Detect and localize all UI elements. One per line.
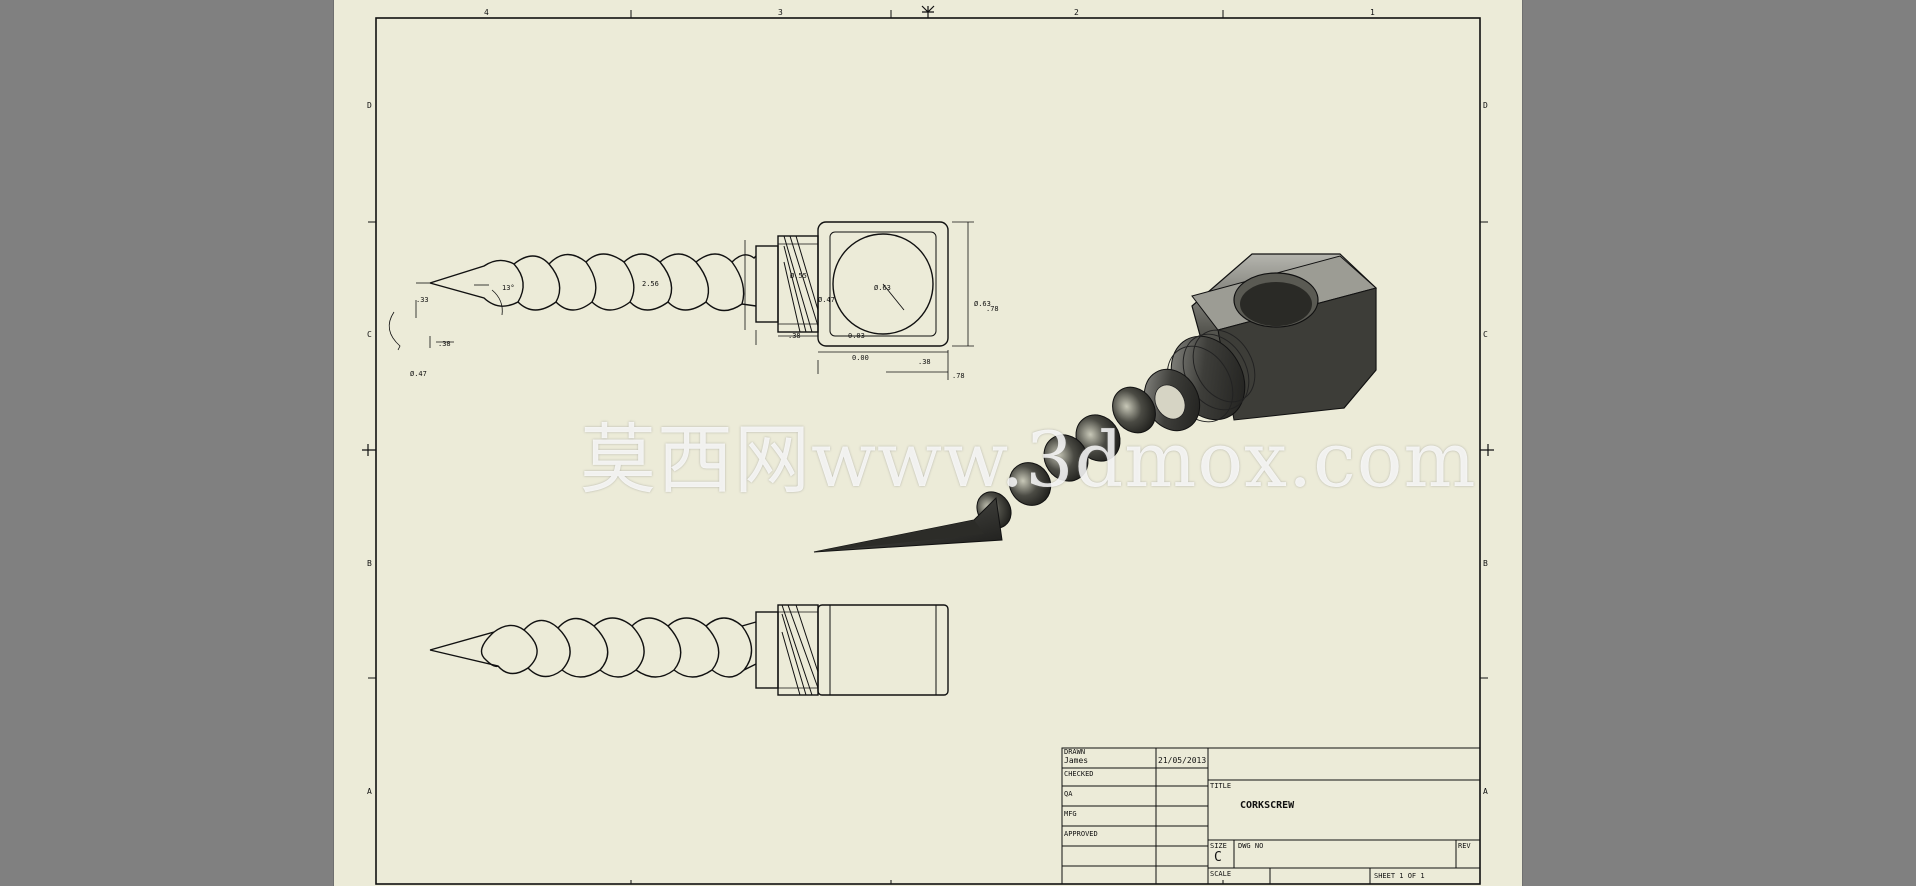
checked-label: CHECKED [1064, 770, 1094, 778]
zone-letter-left-b: B [367, 559, 372, 568]
dim-dia-hole: Ø.63 [974, 300, 991, 308]
front-view [429, 221, 949, 347]
dim-len-b: 0.03 [848, 332, 865, 340]
watermark: 莫西网www.3dmox.com [580, 415, 1477, 504]
dim-dia-thread: Ø.63 [874, 284, 891, 292]
dim-width-outer: .78 [952, 372, 965, 380]
dim-len-a: .38 [788, 332, 801, 340]
bottom-view [429, 604, 949, 696]
scale-label: SCALE [1210, 870, 1232, 878]
dim-tip-height: .33 [416, 296, 429, 304]
dim-dia-shank: Ø.55 [790, 272, 807, 280]
dim-width-inner: .38 [918, 358, 931, 366]
center-marks [362, 5, 1494, 456]
zone-letter-left-a: A [367, 787, 372, 796]
title-label: TITLE [1210, 782, 1232, 790]
zone-letter-right-a: A [1483, 787, 1488, 796]
dim-pitch: 2.56 [642, 280, 659, 288]
zone-letter-right-b: B [1483, 559, 1488, 568]
title-value: CORKSCREW [1240, 800, 1295, 811]
front-view-dimensions [388, 221, 974, 380]
size-value: C [1214, 850, 1222, 865]
drawn-name: James [1064, 756, 1089, 765]
sheet-label: SHEET 1 OF 1 [1374, 872, 1425, 880]
zone-letter-left-d: D [367, 101, 372, 110]
zone-letter-left-c: C [367, 330, 372, 339]
drawn-label: DRAWN [1064, 748, 1086, 756]
zone-letter-right-d: D [1483, 101, 1488, 110]
dim-dia-core: Ø.47 [818, 296, 835, 304]
size-label: SIZE [1210, 842, 1227, 850]
dim-angle: 13° [502, 284, 515, 292]
zone-number-1: 1 [1370, 8, 1375, 17]
qa-label: QA [1064, 790, 1073, 798]
drawn-date: 21/05/2013 [1158, 756, 1207, 765]
zone-number-2: 2 [1074, 8, 1079, 17]
zone-letter-right-c: C [1483, 330, 1488, 339]
zone-number-4: 4 [484, 8, 489, 17]
title-block [1061, 747, 1481, 885]
dim-tip-dia: Ø.47 [410, 370, 427, 378]
approved-label: APPROVED [1064, 830, 1098, 838]
drawing-sheet: 4 3 2 1 D C B A D C B A [334, 0, 1522, 886]
dim-chamfer: 0.00 [852, 354, 869, 362]
mfg-label: MFG [1064, 810, 1077, 818]
drawing-canvas: 4 3 2 1 D C B A D C B A [362, 5, 1494, 885]
zone-ticks [368, 10, 1488, 884]
dim-height: .78 [986, 305, 999, 313]
dim-tip-len: .38 [438, 340, 451, 348]
zone-number-3: 3 [778, 8, 783, 17]
isometric-view [813, 253, 1378, 553]
dwg-no-label: DWG NO [1238, 842, 1264, 850]
rev-label: REV [1458, 842, 1471, 850]
